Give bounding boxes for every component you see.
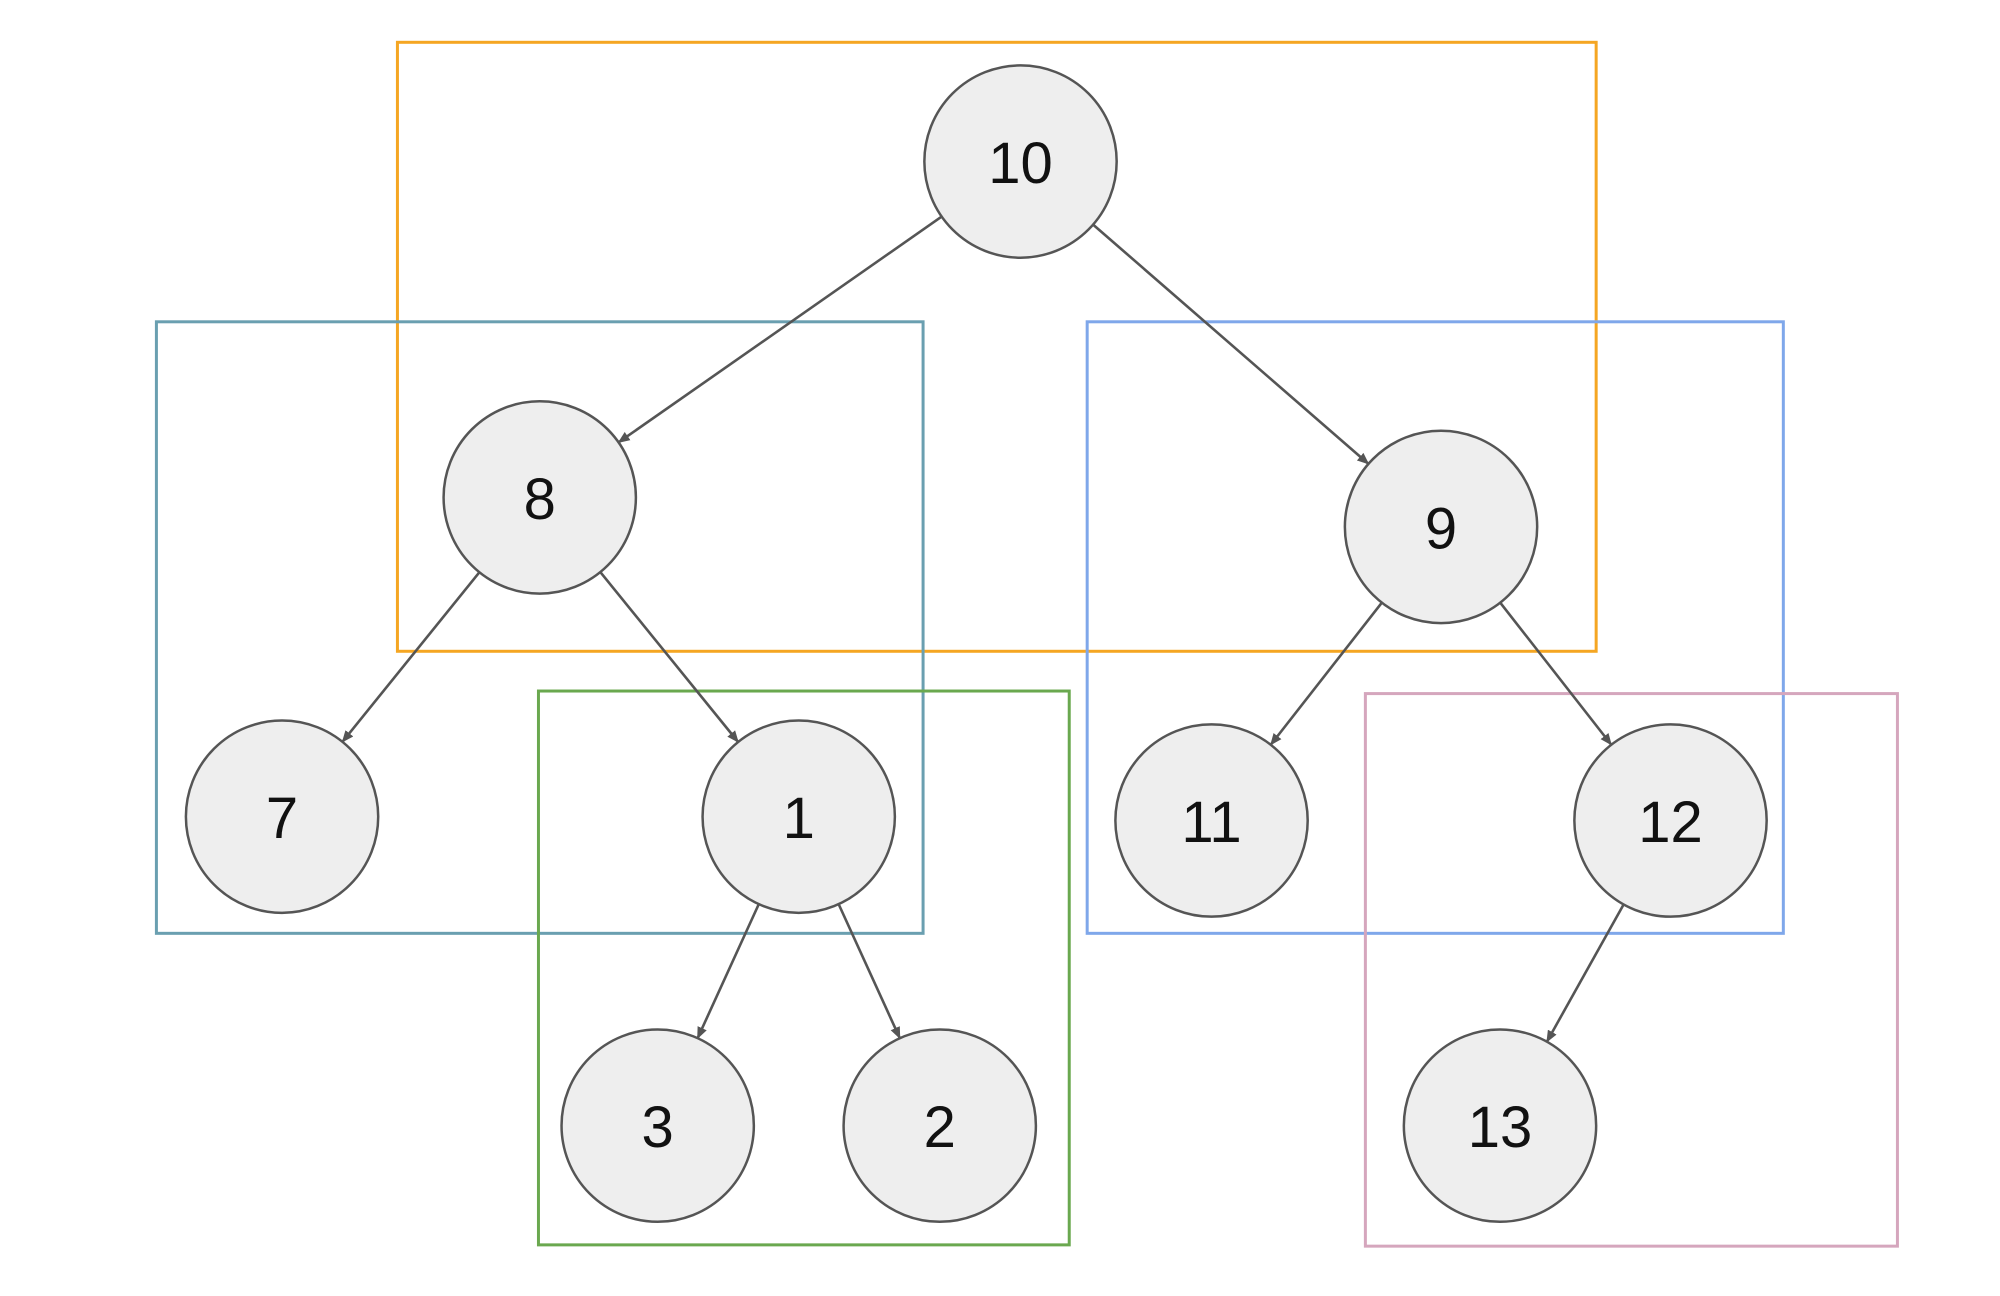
group-orange-box [395, 40, 1598, 653]
node-label: 11 [1181, 790, 1241, 855]
group-blue-box [1085, 320, 1785, 935]
group-green-box [536, 689, 1071, 1247]
node-label: 7 [266, 786, 298, 851]
tree-node-12: 12 [1573, 723, 1768, 918]
edge-n9-to-n11 [1269, 601, 1383, 746]
tree-node-11: 11 [1114, 723, 1309, 918]
tree-node-3: 3 [560, 1028, 756, 1224]
node-circle [442, 400, 638, 595]
node-circle [1343, 429, 1539, 625]
node-circle [560, 1028, 756, 1224]
node-circle [923, 64, 1118, 259]
node-label: 12 [1638, 790, 1703, 855]
tree-node-1: 1 [701, 719, 897, 915]
edge-n1-to-n2 [837, 903, 902, 1040]
tree-node-2: 2 [842, 1028, 1038, 1224]
node-circle [701, 719, 897, 915]
node-label: 1 [783, 786, 815, 851]
tree-node-13: 13 [1402, 1028, 1598, 1224]
node-label: 3 [642, 1095, 674, 1160]
node-circle [842, 1028, 1038, 1224]
tree-node-8: 8 [442, 400, 638, 595]
group-pink-box [1363, 692, 1899, 1248]
tree-node-10: 10 [923, 64, 1118, 259]
node-label: 2 [924, 1095, 956, 1160]
node-circle [1114, 723, 1309, 918]
node-label: 13 [1468, 1095, 1533, 1160]
tree-edges [341, 215, 1625, 1043]
node-label: 8 [524, 467, 556, 532]
edge-n10-to-n8 [617, 215, 943, 444]
tree-node-7: 7 [184, 719, 380, 915]
node-label: 9 [1425, 496, 1457, 561]
edge-n8-to-n1 [599, 571, 740, 743]
node-circle [1402, 1028, 1598, 1224]
edge-n12-to-n13 [1545, 903, 1625, 1043]
node-label: 10 [988, 131, 1053, 196]
group-boxes [154, 40, 1899, 1248]
tree-node-9: 9 [1343, 429, 1539, 625]
edge-n10-to-n9 [1092, 223, 1370, 465]
edge-n1-to-n3 [696, 903, 760, 1040]
node-circle [184, 719, 380, 915]
edge-n9-to-n12 [1499, 601, 1613, 746]
edge-n8-to-n7 [341, 571, 481, 743]
node-circle [1573, 723, 1768, 918]
